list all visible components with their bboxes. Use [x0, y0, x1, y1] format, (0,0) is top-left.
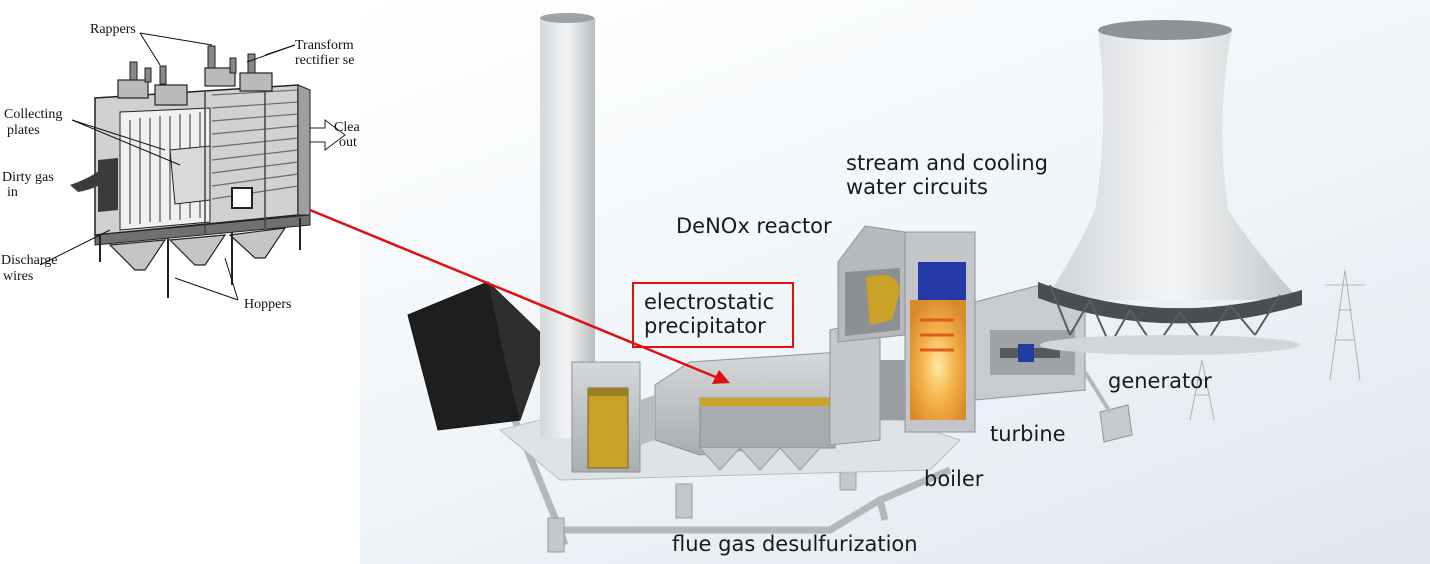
label-out: out	[339, 135, 357, 150]
label-rectifier: rectifier se	[295, 53, 355, 68]
label-generator: generator	[1108, 369, 1212, 393]
precipitator-highlight-box: electrostatic precipitator	[632, 282, 794, 348]
precipitator-schematic: Rappers Transform rectifier se Collectin…	[0, 0, 360, 564]
label-electrostatic: electrostatic	[644, 290, 775, 314]
label-plates: plates	[7, 123, 40, 138]
label-collecting: Collecting	[4, 107, 63, 122]
precipitator-drawing	[39, 32, 346, 301]
label-in: in	[7, 185, 18, 200]
label-discharge: Discharge	[1, 253, 58, 268]
label-water-circuits: water circuits	[846, 175, 988, 199]
label-precipitator: precipitator	[644, 314, 766, 338]
label-flue-gas: flue gas desulfurization	[672, 532, 918, 556]
label-denox: DeNOx reactor	[676, 214, 832, 238]
label-dirty-gas: Dirty gas	[2, 170, 54, 185]
transmission-pylons	[1189, 269, 1365, 421]
label-wires: wires	[3, 269, 34, 284]
label-turbine: turbine	[990, 422, 1066, 446]
label-stream: stream and cooling	[846, 151, 1049, 175]
boiler-building	[829, 225, 976, 446]
label-boiler: boiler	[924, 467, 984, 491]
cooling-tower	[1038, 20, 1302, 355]
label-hoppers: Hoppers	[244, 297, 292, 312]
label-transformer: Transform	[295, 38, 354, 53]
label-clean: Clea	[334, 120, 360, 135]
label-rappers: Rappers	[90, 22, 136, 37]
fgd-unit	[571, 361, 641, 473]
precipitator-unit	[640, 351, 841, 471]
turbine-hall	[974, 284, 1133, 443]
